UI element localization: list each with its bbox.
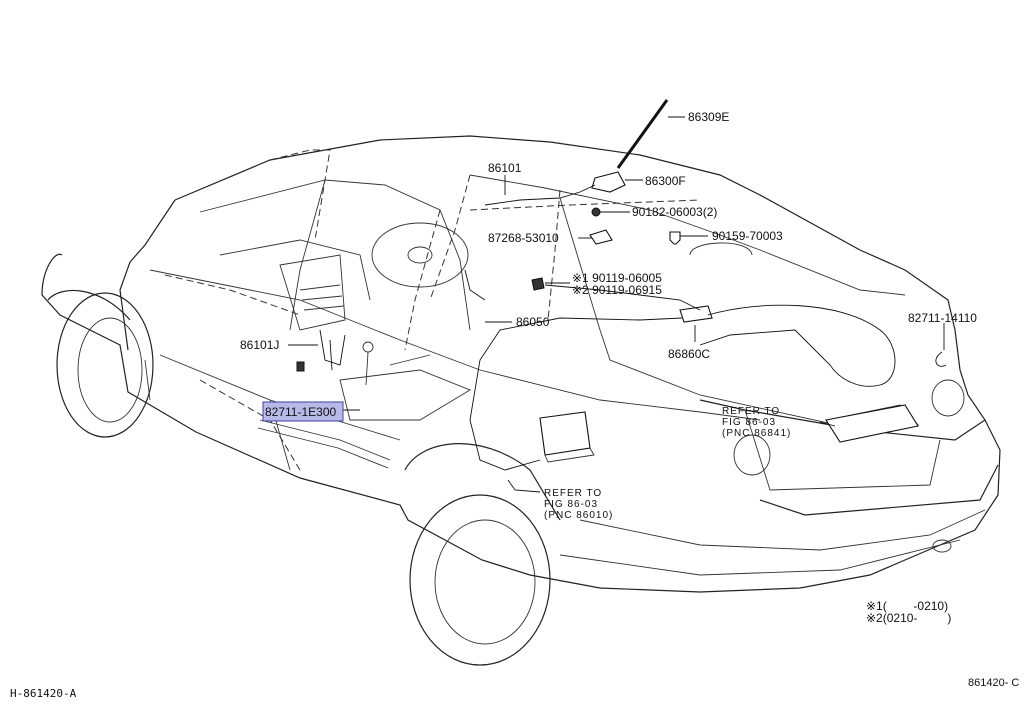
footer: H-861420-A 861420- C — [10, 677, 1019, 700]
antenna-rod — [616, 99, 669, 169]
legend-line-1: ※1( -0210) — [866, 599, 948, 613]
label-90182-06003[interactable]: 90182-06003(2) — [632, 205, 717, 219]
connector — [296, 361, 305, 372]
antenna-base — [591, 171, 626, 193]
antenna-cord-86050 — [699, 304, 896, 387]
wire-hook — [935, 351, 947, 367]
label-86050[interactable]: 86050 — [516, 315, 550, 329]
label-82711-14110[interactable]: 82711-14110 — [908, 311, 977, 325]
car-body — [41, 135, 1001, 666]
tuner-box — [539, 411, 591, 456]
label-86860c[interactable]: 86860C — [668, 347, 710, 361]
rear-box — [825, 404, 919, 443]
label-86101[interactable]: 86101 — [488, 161, 522, 175]
label-86101j[interactable]: 86101J — [240, 338, 279, 352]
bolt — [669, 231, 681, 245]
label-86300f[interactable]: 86300F — [645, 174, 686, 188]
label-90119-06005[interactable]: ※1 90119-06005 — [572, 271, 662, 285]
clamp — [589, 229, 613, 245]
clip-part — [531, 277, 545, 291]
leader-lines — [288, 116, 945, 493]
refer-notes: REFER TO FIG 86-03 (PNC 86841) REFER TO … — [544, 406, 791, 521]
label-87268-53010[interactable]: 87268-53010 — [488, 231, 559, 245]
refer-front-line3: (PNC 86010) — [544, 510, 613, 521]
refer-front-line2: FIG 86-03 — [544, 499, 598, 510]
refer-rear-line2: FIG 86-03 — [722, 417, 776, 428]
screw — [591, 207, 601, 217]
part-labels: 86309E 86300F 86101 90182-06003(2) 90159… — [240, 110, 977, 422]
refer-rear-line3: (PNC 86841) — [722, 428, 791, 439]
refer-rear-line1: REFER TO — [722, 406, 780, 417]
parts — [296, 99, 947, 471]
label-86309e[interactable]: 86309E — [688, 110, 729, 124]
legend-line-2: ※2(0210- ) — [866, 611, 951, 625]
label-82711-1e300[interactable]: 82711-1E300 — [265, 405, 337, 419]
label-90159-70003[interactable]: 90159-70003 — [712, 229, 783, 243]
footer-right-code: 861420- C — [968, 677, 1019, 689]
footer-left-code: H-861420-A — [10, 687, 77, 700]
antenna-cord-86101 — [484, 184, 596, 206]
amplifier-86860c — [679, 305, 713, 323]
legend: ※1( -0210) ※2(0210- ) — [866, 599, 951, 625]
label-90119-06915[interactable]: ※2 90119-06915 — [572, 283, 662, 297]
highlight-box — [262, 401, 344, 422]
refer-front-line1: REFER TO — [544, 488, 602, 499]
